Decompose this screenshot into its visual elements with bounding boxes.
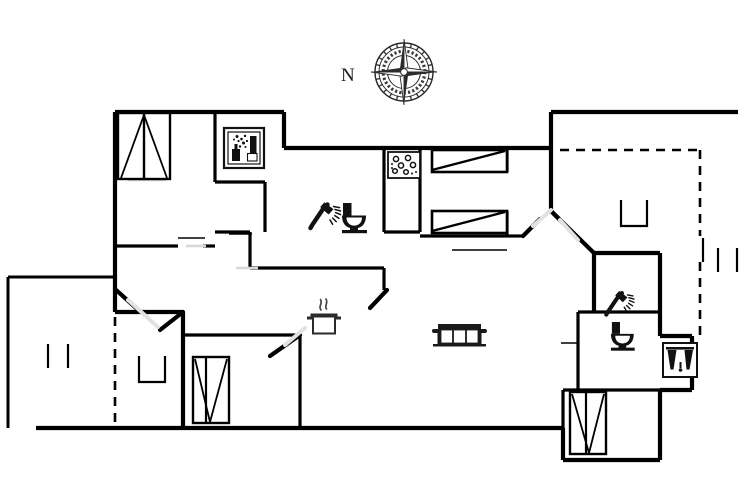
window-top-left [116, 111, 172, 181]
compass-rose-icon [369, 37, 439, 107]
toilet-icon [342, 203, 367, 234]
toilet-icon-right [610, 322, 635, 351]
cabinet-nook-left [137, 356, 167, 384]
window-bottom-left [191, 355, 231, 425]
window-bottom-right [568, 390, 608, 456]
shower-icon [311, 202, 341, 228]
north-label: N [341, 65, 355, 86]
door-swing-ghost [126, 208, 580, 347]
fixture-lines [178, 233, 578, 344]
left-terrace-walls [6, 275, 115, 428]
washbasin-icon [662, 342, 698, 378]
railing-left [46, 344, 70, 368]
cabinet-nook-right [619, 200, 649, 228]
terrace-boundaries [113, 148, 702, 428]
railing-right [701, 238, 739, 272]
washing-machine-icon [222, 126, 266, 170]
bed-symbol-lower [430, 209, 509, 235]
bed-symbol-upper [430, 148, 509, 174]
sofa-icon [431, 323, 488, 348]
right-wing-walls [548, 148, 663, 336]
cooktop-icon [387, 151, 421, 179]
cooking-pot-icon [306, 298, 342, 335]
